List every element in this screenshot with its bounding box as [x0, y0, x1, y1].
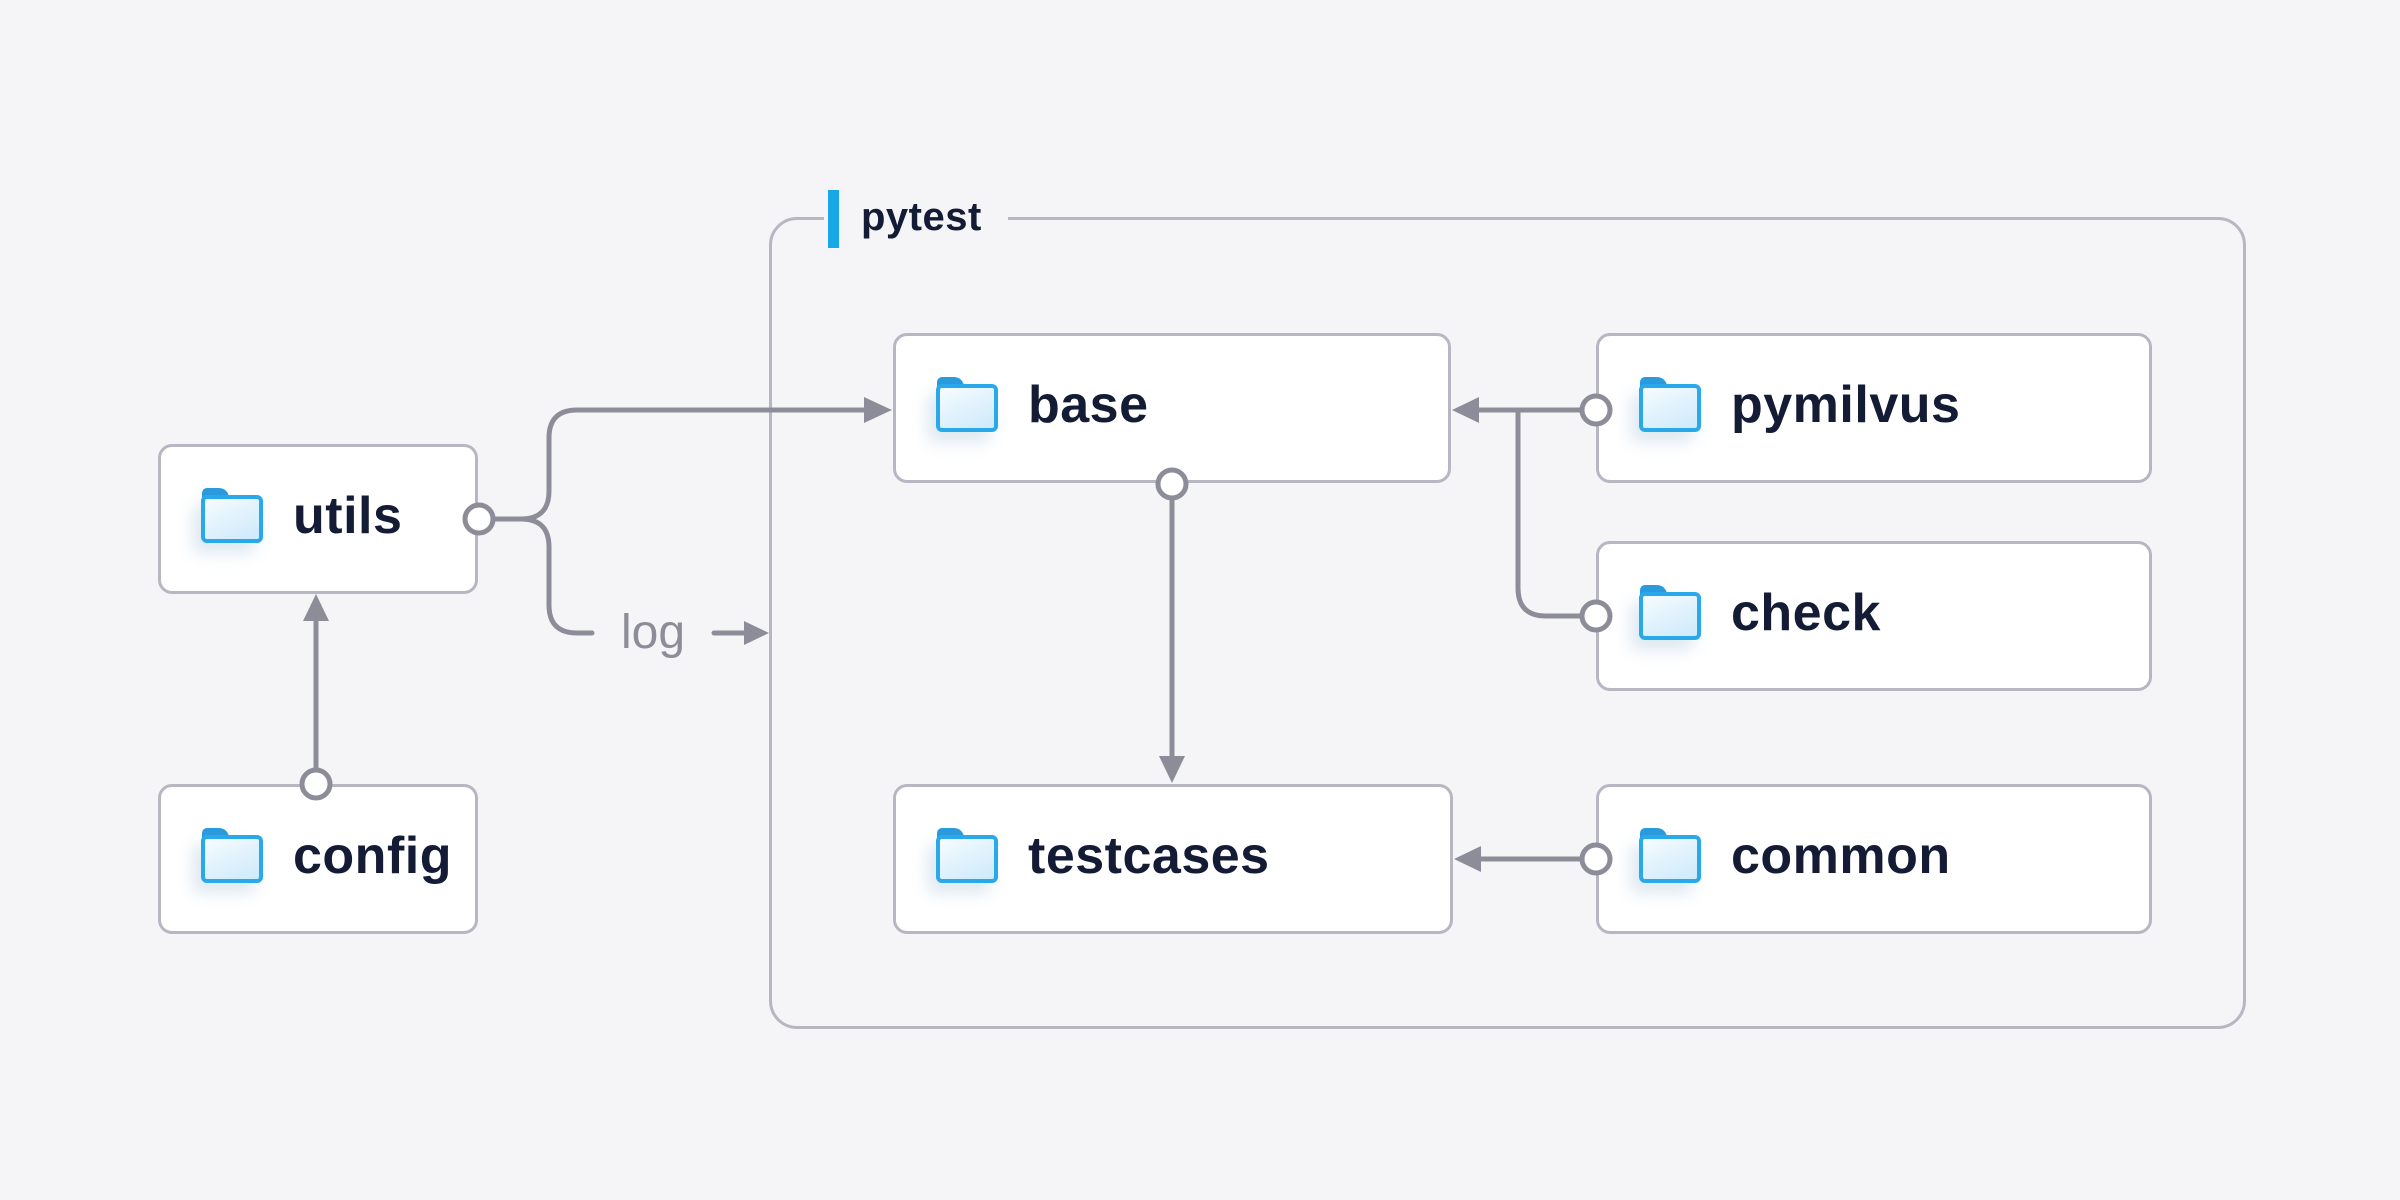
- node-testcases-label: testcases: [1028, 827, 1270, 885]
- node-utils: utils: [158, 444, 478, 594]
- folder-icon: [936, 828, 998, 883]
- edge-utils-log: [490, 516, 595, 636]
- group-title: pytest: [861, 195, 982, 239]
- arrowhead-log: [744, 621, 769, 645]
- folder-icon: [201, 488, 263, 543]
- folder-icon: [1639, 828, 1701, 883]
- node-config-label: config: [293, 827, 452, 885]
- node-pymilvus: pymilvus: [1596, 333, 2152, 483]
- node-pymilvus-label: pymilvus: [1731, 376, 1961, 434]
- accent-bar-icon: [828, 190, 839, 248]
- folder-icon: [1639, 585, 1701, 640]
- node-base-label: base: [1028, 376, 1149, 434]
- folder-icon: [936, 377, 998, 432]
- node-check-label: check: [1731, 584, 1881, 642]
- arrowhead-into-utils: [303, 594, 329, 621]
- node-utils-label: utils: [293, 487, 403, 545]
- folder-icon: [201, 828, 263, 883]
- node-base: base: [893, 333, 1451, 483]
- edge-label-log: log: [620, 606, 686, 659]
- node-common: common: [1596, 784, 2152, 934]
- pytest-group-label: pytest: [824, 187, 1008, 251]
- pytest-group-container: pytest: [769, 187, 2246, 1029]
- node-config: config: [158, 784, 478, 934]
- node-common-label: common: [1731, 827, 1951, 885]
- folder-icon: [1639, 377, 1701, 432]
- node-check: check: [1596, 541, 2152, 691]
- node-testcases: testcases: [893, 784, 1453, 934]
